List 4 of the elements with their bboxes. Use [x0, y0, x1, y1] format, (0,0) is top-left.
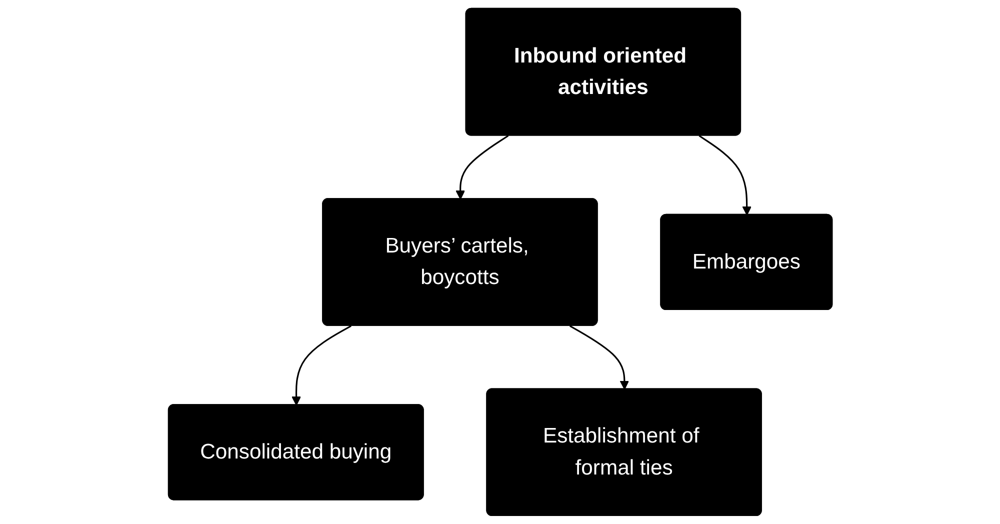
arrow: [569, 325, 629, 390]
arrow: [455, 135, 508, 200]
arrow: [291, 325, 352, 406]
arrow: [698, 135, 752, 216]
